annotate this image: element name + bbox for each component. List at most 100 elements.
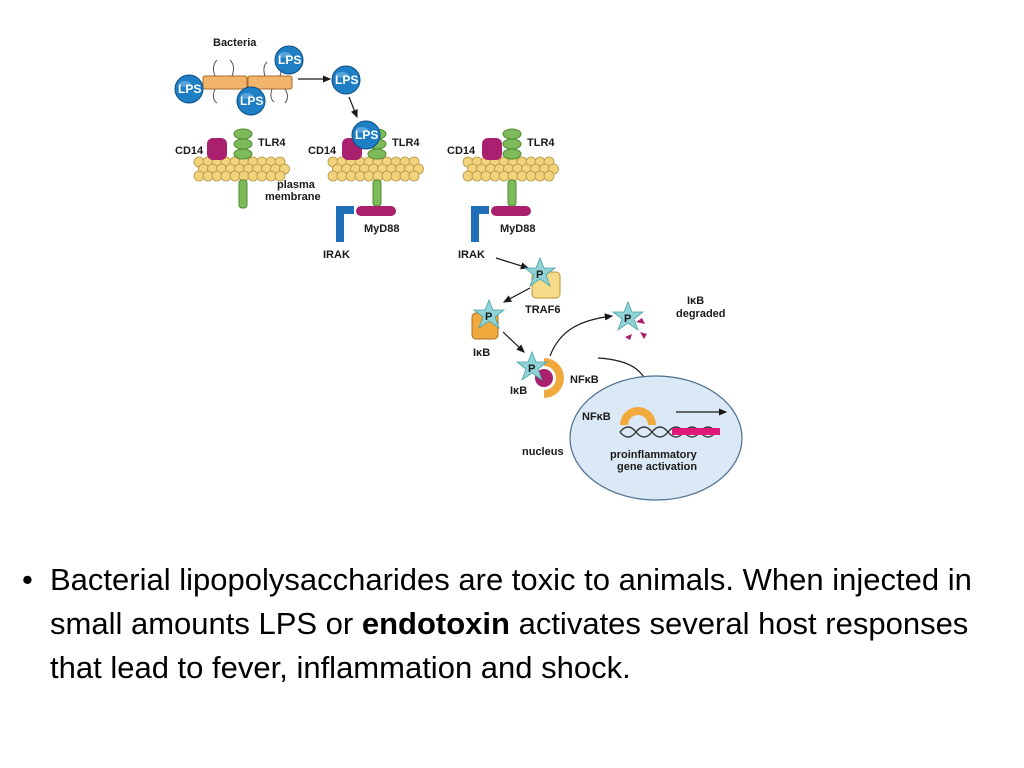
lipid-bead	[345, 170, 357, 182]
svg-text:LPS: LPS	[335, 73, 358, 87]
cd14-label: CD14	[447, 145, 476, 157]
irak-kinase	[471, 206, 489, 242]
plasma-label: plasma	[277, 179, 316, 191]
lipid-bead	[480, 170, 492, 182]
receptor-panel-2: LPS CD14 TLR4 MyD88 IRAK	[308, 120, 424, 261]
lipid-bead	[229, 170, 241, 182]
tlr4-label: TLR4	[258, 137, 286, 149]
lipid-bead	[543, 170, 555, 182]
lipid-bead	[516, 170, 528, 182]
svg-text:P: P	[528, 363, 535, 375]
ikb-degraded-label: IκB	[687, 295, 704, 307]
traf6-label: TRAF6	[525, 304, 560, 316]
irak-label: IRAK	[323, 249, 350, 261]
svg-text:P: P	[485, 311, 492, 323]
myd88-label: MyD88	[500, 223, 535, 235]
bacteria-group: Bacteria LPS LPS LPS LPS	[174, 37, 361, 119]
lipid-bead	[462, 170, 474, 182]
lipid-bead	[265, 170, 277, 182]
svg-text:P: P	[624, 313, 631, 325]
lipid-bead	[247, 170, 259, 182]
myd88-adaptor	[356, 206, 396, 216]
tlr4-label: TLR4	[392, 137, 420, 149]
arrow	[502, 287, 531, 303]
lipid-bead	[381, 170, 393, 182]
bullet-text: Bacterial lipopolysaccharides are toxic …	[50, 558, 982, 690]
lipid-bead	[489, 170, 501, 182]
degraded-ikb-fragments	[625, 318, 647, 340]
lipid-bead	[202, 170, 214, 182]
lipid-bead	[399, 170, 411, 182]
lipid-bead	[525, 170, 537, 182]
arrow	[495, 257, 530, 270]
svg-text:LPS: LPS	[178, 82, 201, 96]
cd14-receptor	[482, 138, 502, 160]
cd14-label: CD14	[308, 145, 337, 157]
arrow	[348, 96, 358, 119]
tlr4-tail	[238, 179, 248, 209]
arrow	[502, 331, 525, 353]
phosphate-star: P	[524, 257, 556, 287]
lps-molecule: LPS	[274, 45, 304, 75]
svg-text:LPS: LPS	[278, 53, 301, 67]
bullet-paragraph: • Bacterial lipopolysaccharides are toxi…	[22, 558, 982, 690]
bullet-symbol: •	[22, 562, 33, 597]
lipid-bead	[256, 170, 268, 182]
lipid-bead	[193, 170, 205, 182]
lipid-bead	[408, 170, 420, 182]
signaling-cascade: P TRAF6 P IκB P IκB NFκB P IκB degraded	[471, 257, 726, 404]
irak-kinase	[336, 206, 354, 242]
ikb-label: IκB	[473, 347, 490, 359]
svg-text:LPS: LPS	[240, 94, 263, 108]
bacterium-rod	[202, 75, 248, 90]
irak-label: IRAK	[458, 249, 485, 261]
nucleus: nucleus NFκB proinflammatory gene activa…	[522, 375, 743, 501]
gene-region	[672, 428, 720, 435]
nfkb-label: NFκB	[570, 374, 599, 386]
myd88-label: MyD88	[364, 223, 399, 235]
lps-free: LPS	[331, 65, 361, 95]
phosphate-star: P	[612, 301, 644, 331]
bacteria-label: Bacteria	[213, 37, 257, 49]
lipid-bead	[327, 170, 339, 182]
nucleus-label: nucleus	[522, 446, 564, 458]
lipid-bead	[471, 170, 483, 182]
lipid-bead	[498, 170, 510, 182]
proinflammatory-label: proinflammatory	[610, 449, 698, 461]
lipid-bead	[274, 170, 286, 182]
lps-molecule: LPS	[174, 74, 204, 104]
bullet-text-after: activates several host responses that le…	[50, 606, 969, 685]
bullet-text-before: Bacterial lipopolysaccharides are toxic …	[50, 562, 972, 641]
degraded-label: degraded	[676, 308, 726, 320]
phosphate-star: P	[473, 299, 505, 329]
plasma-membrane	[193, 156, 290, 182]
nfkb-protein	[544, 358, 564, 398]
lps-bound: LPS	[351, 120, 381, 150]
cd14-receptor	[207, 138, 227, 160]
receptor-panel-1: CD14 TLR4 plasma membrane	[175, 128, 321, 209]
nfkb-bound-dna	[620, 407, 656, 425]
myd88-adaptor	[491, 206, 531, 216]
bullet-bold-term: endotoxin	[361, 606, 510, 641]
lipid-bead	[390, 170, 402, 182]
gene-activation-label: gene activation	[617, 461, 697, 473]
svg-text:LPS: LPS	[355, 128, 378, 142]
lipid-bead	[534, 170, 546, 182]
nfkb-nuclear-label: NFκB	[582, 411, 611, 423]
ikb-label: IκB	[510, 385, 527, 397]
lps-signaling-diagram: Bacteria LPS LPS LPS LPS CD14 TLR4 plasm…	[174, 37, 743, 501]
plasma-membrane	[327, 156, 424, 182]
plasma-membrane	[462, 156, 559, 182]
lps-molecule: LPS	[236, 86, 266, 116]
cd14-label: CD14	[175, 145, 204, 157]
svg-text:P: P	[536, 269, 543, 281]
phosphate-star: P	[516, 351, 548, 381]
tlr4-label: TLR4	[527, 137, 555, 149]
membrane-label: membrane	[265, 191, 321, 203]
lipid-bead	[363, 170, 375, 182]
lipid-bead	[336, 170, 348, 182]
lipid-bead	[211, 170, 223, 182]
lipid-bead	[220, 170, 232, 182]
lipid-bead	[354, 170, 366, 182]
bacterium-rod	[247, 75, 293, 90]
